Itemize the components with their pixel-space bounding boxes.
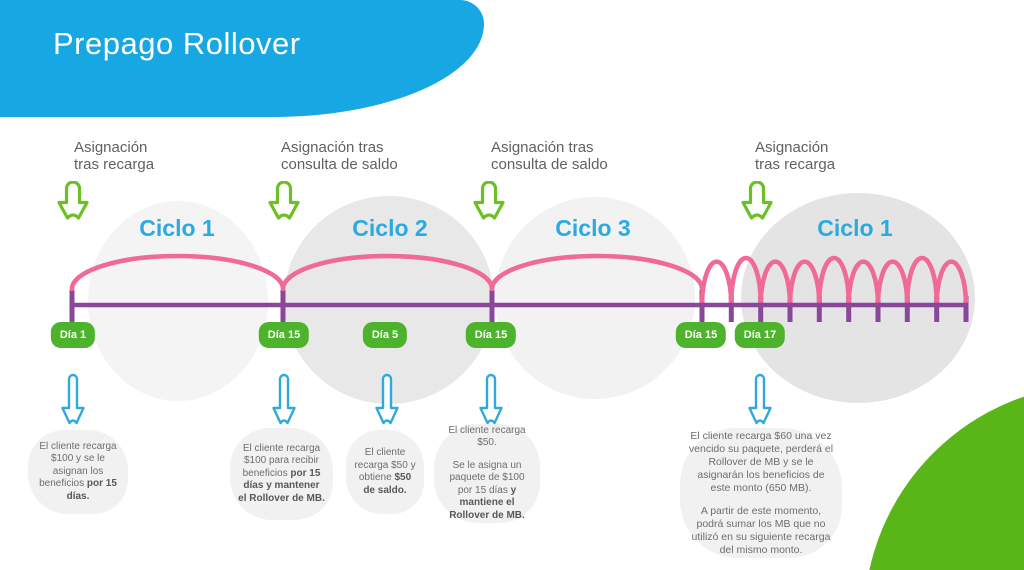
bubble-text: A partir de este momento, podrá sumar lo… <box>691 504 831 556</box>
bubble-paragraph: El cliente recarga $100 para recibir ben… <box>238 443 325 506</box>
day-pill: Día 15 <box>675 322 727 348</box>
annotation-line: tras recarga <box>74 156 155 173</box>
bubble-paragraph: El cliente recarga $100 y se le asignan … <box>36 441 120 504</box>
annotation-line: consulta de saldo <box>491 156 608 173</box>
cycle-ellipse-2 <box>284 196 494 404</box>
annotation-line: Asignación tras <box>491 139 594 156</box>
cycle-ellipse-3 <box>495 197 695 399</box>
rollover-loops <box>699 255 969 305</box>
bubble-paragraph: El cliente recarga $50 y obtiene $50 de … <box>354 447 416 497</box>
down-arrow-icon <box>268 181 300 220</box>
annotation-line: Asignación tras <box>281 139 384 156</box>
header-banner: Prepago Rollover <box>0 0 484 117</box>
bubble-text: El cliente recarga $100 y se le asignan … <box>39 440 117 490</box>
down-arrow-icon <box>479 373 503 425</box>
bubble-text: El cliente recarga $60 una vez vencido s… <box>688 429 834 494</box>
down-arrow-icon <box>272 373 296 425</box>
bubble-text: Se le asigna un paquete de $100 por 15 d… <box>449 459 525 496</box>
cycle-label-3: Ciclo 3 <box>555 215 631 241</box>
info-bubble-1: El cliente recarga $100 y se le asignan … <box>28 430 128 514</box>
bubble-text: El cliente recarga $50 y obtiene <box>354 447 416 483</box>
bubble-text-bold: por 15 días. <box>66 478 117 502</box>
day-pill: Día 15 <box>258 322 310 348</box>
day-pill: Día 1 <box>50 322 96 348</box>
bubble-paragraph: Se le asigna un paquete de $100 por 15 d… <box>442 460 532 523</box>
bubble-text-bold: $50 de saldo. <box>363 472 412 496</box>
bubble-paragraph: A partir de este momento, podrá sumar lo… <box>688 505 834 557</box>
down-arrow-icon <box>473 181 505 220</box>
info-bubble-3: El cliente recarga $50 y obtiene $50 de … <box>346 430 424 514</box>
cycle-label-2: Ciclo 2 <box>352 215 428 241</box>
down-arrow-icon <box>57 181 89 220</box>
down-arrow-icon <box>748 373 772 425</box>
timeline-graphic <box>69 253 969 332</box>
annotation-line: tras recarga <box>755 156 836 173</box>
down-arrow-icon <box>741 181 773 220</box>
bubble-text-bold: por 15 días y mantener el Rollover de MB… <box>238 467 325 504</box>
bubble-text-bold: y mantiene el Rollover de MB. <box>449 484 525 521</box>
cycle-arcs <box>69 253 705 292</box>
bubble-paragraph: El cliente recarga $60 una vez vencido s… <box>688 430 834 495</box>
bubble-paragraph: El cliente recarga $50. <box>442 425 532 450</box>
info-bubble-5: El cliente recarga $60 una vez vencido s… <box>680 428 842 558</box>
corner-accent-circle <box>864 384 1024 570</box>
day-pill: Día 15 <box>465 322 517 348</box>
annotation-line: Asignación <box>755 139 829 156</box>
bubble-text: El cliente recarga $50. <box>448 424 526 449</box>
cycle-label-4: Ciclo 1 <box>817 215 893 241</box>
cycle-label-1: Ciclo 1 <box>139 215 215 241</box>
day-pill: Día 17 <box>734 322 786 348</box>
annotation-line: Asignación <box>74 139 148 156</box>
timeline-ticks <box>69 290 969 332</box>
info-bubble-4: El cliente recarga $50. Se le asigna un … <box>434 424 540 523</box>
page-title: Prepago Rollover <box>53 26 301 61</box>
cycle-ellipse-1 <box>88 201 268 401</box>
down-arrow-icon <box>375 373 399 425</box>
down-arrow-icon <box>61 373 85 425</box>
day-pill: Día 5 <box>362 322 408 348</box>
info-bubble-2: El cliente recarga $100 para recibir ben… <box>230 428 333 520</box>
bubble-text: El cliente recarga $100 para recibir ben… <box>242 442 321 479</box>
annotation-line: consulta de saldo <box>281 156 398 173</box>
